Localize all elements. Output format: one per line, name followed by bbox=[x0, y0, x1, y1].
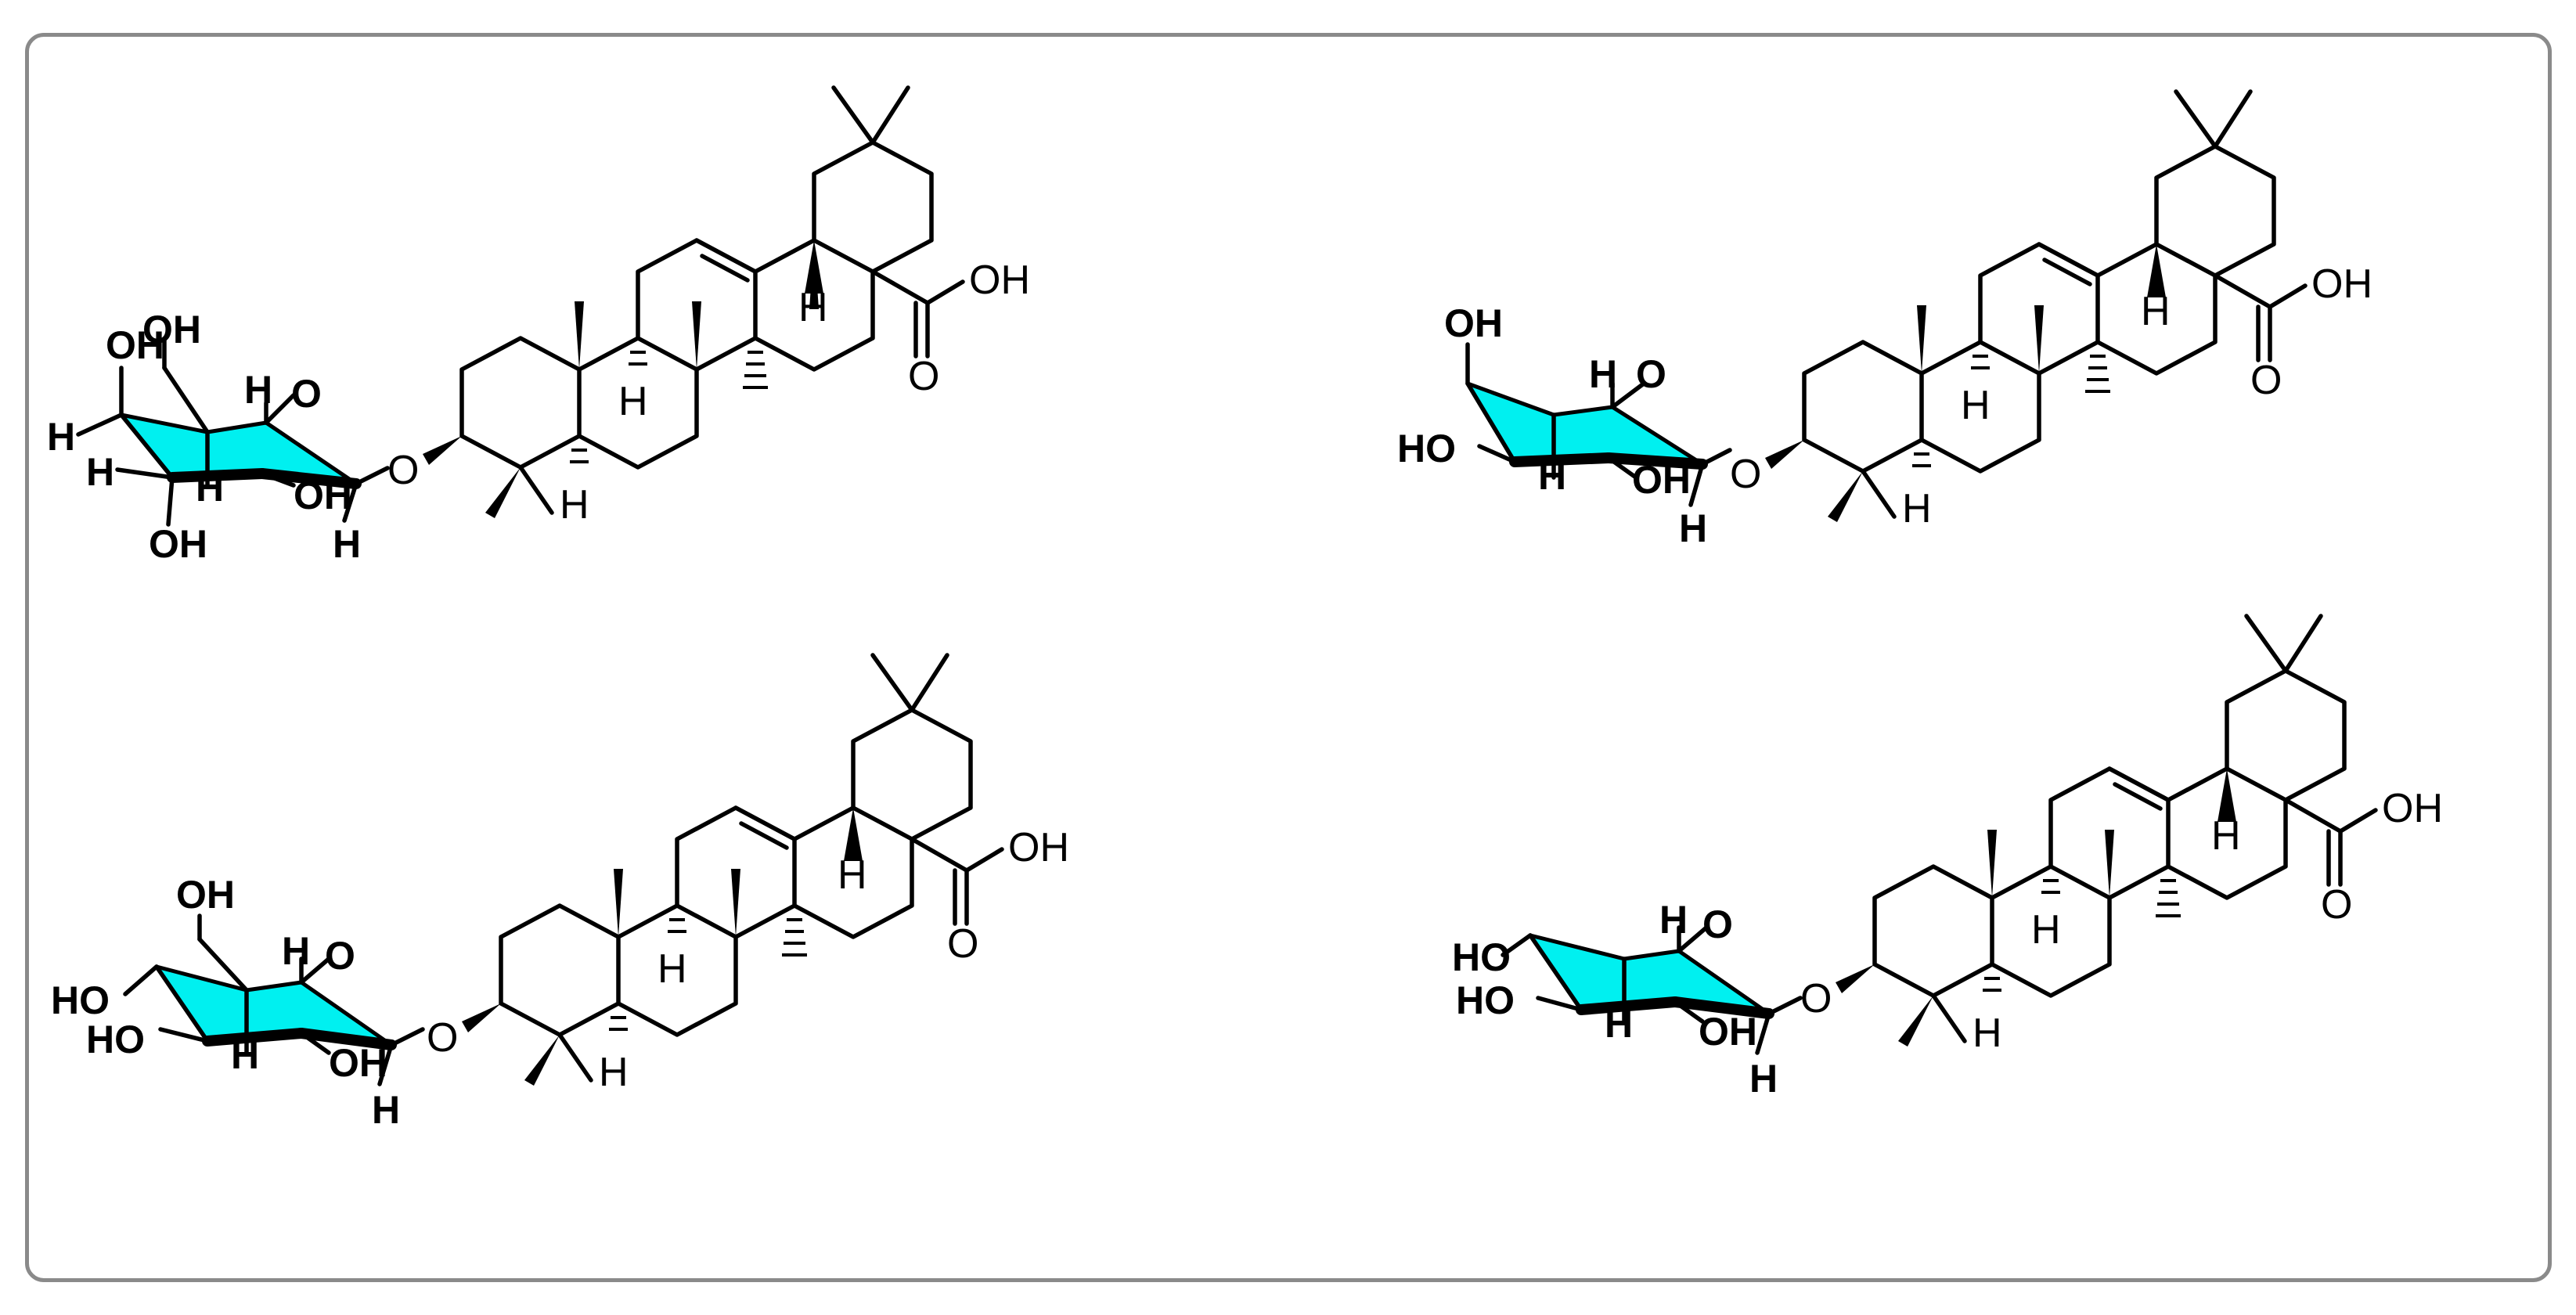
acid-o-label: O bbox=[2321, 882, 2352, 928]
sugar-label: H bbox=[1659, 898, 1688, 942]
sugar-label: O bbox=[1702, 902, 1733, 946]
linker-o-label: O bbox=[1800, 976, 1832, 1021]
sugar-label: O bbox=[1636, 352, 1666, 396]
sugar-label: OH bbox=[142, 308, 201, 351]
acid-oh-label: OH bbox=[2311, 261, 2372, 307]
acid-oh-label: OH bbox=[2382, 786, 2443, 831]
sugar-label: O bbox=[325, 934, 355, 978]
h-label: H bbox=[618, 379, 648, 424]
acid-oh-label: OH bbox=[969, 258, 1030, 303]
sugar-label: H bbox=[196, 466, 224, 510]
sugar-label: HO bbox=[86, 1018, 145, 1061]
h-label: H bbox=[798, 285, 828, 330]
h-label: H bbox=[1961, 383, 1991, 428]
sugar-label: H bbox=[231, 1033, 259, 1077]
sugar-label: HO bbox=[1452, 935, 1511, 979]
sugar-label: OH bbox=[176, 873, 235, 917]
sugar-label: HO bbox=[1456, 978, 1515, 1022]
sugar-label: H bbox=[244, 368, 272, 412]
acid-oh-label: OH bbox=[1008, 825, 1069, 870]
h-label: H bbox=[599, 1050, 629, 1095]
triterpene-skeleton-3 bbox=[462, 653, 1004, 1086]
figure-frame bbox=[25, 33, 2552, 1282]
sugar-ring-2 bbox=[1465, 342, 1732, 507]
sugar-label: H bbox=[47, 415, 75, 459]
h-label: H bbox=[560, 482, 589, 528]
sugar-ring-1 bbox=[76, 338, 390, 527]
sugar-label: H bbox=[1605, 1002, 1633, 1046]
sugar-ring-3 bbox=[123, 913, 425, 1086]
sugar-label: OH bbox=[294, 474, 352, 517]
triterpene-skeleton-2 bbox=[1765, 89, 2308, 522]
sugar-label: OH bbox=[1632, 458, 1691, 502]
sugar-label: OH bbox=[1444, 301, 1503, 345]
sugar-label: H bbox=[1538, 454, 1566, 498]
sugar-label: H bbox=[372, 1088, 400, 1132]
h-label: H bbox=[1973, 1011, 2002, 1056]
linker-o-label: O bbox=[387, 448, 419, 493]
sugar-label: OH bbox=[1699, 1010, 1757, 1054]
h-label: H bbox=[2141, 289, 2171, 334]
h-label: H bbox=[2211, 813, 2241, 859]
sugar-label: H bbox=[1749, 1057, 1778, 1101]
sugar-label: OH bbox=[329, 1041, 387, 1085]
sugar-label: H bbox=[1679, 506, 1707, 550]
linker-o-label: O bbox=[1730, 452, 1761, 497]
acid-o-label: O bbox=[908, 354, 939, 399]
sugar-label: H bbox=[86, 450, 114, 494]
sugar-label: H bbox=[333, 522, 361, 566]
h-label: H bbox=[1902, 486, 1932, 531]
sugar-label: H bbox=[1589, 352, 1617, 396]
sugar-label: HO bbox=[1397, 427, 1456, 470]
sugar-label: H bbox=[282, 929, 310, 973]
h-label: H bbox=[658, 946, 687, 992]
sugar-label: HO bbox=[51, 978, 110, 1022]
h-label: H bbox=[2031, 907, 2061, 953]
sugar-label: O bbox=[291, 372, 322, 416]
acid-o-label: O bbox=[947, 921, 978, 967]
sugar-label: OH bbox=[106, 323, 164, 367]
sugar-ring-4 bbox=[1501, 925, 1803, 1055]
linker-o-label: O bbox=[427, 1015, 458, 1061]
sugar-label: OH bbox=[149, 522, 207, 566]
h-label: H bbox=[838, 852, 867, 898]
triterpene-skeleton-4 bbox=[1836, 614, 2378, 1047]
acid-o-label: O bbox=[2250, 358, 2282, 403]
triterpene-skeleton-1 bbox=[423, 85, 965, 518]
